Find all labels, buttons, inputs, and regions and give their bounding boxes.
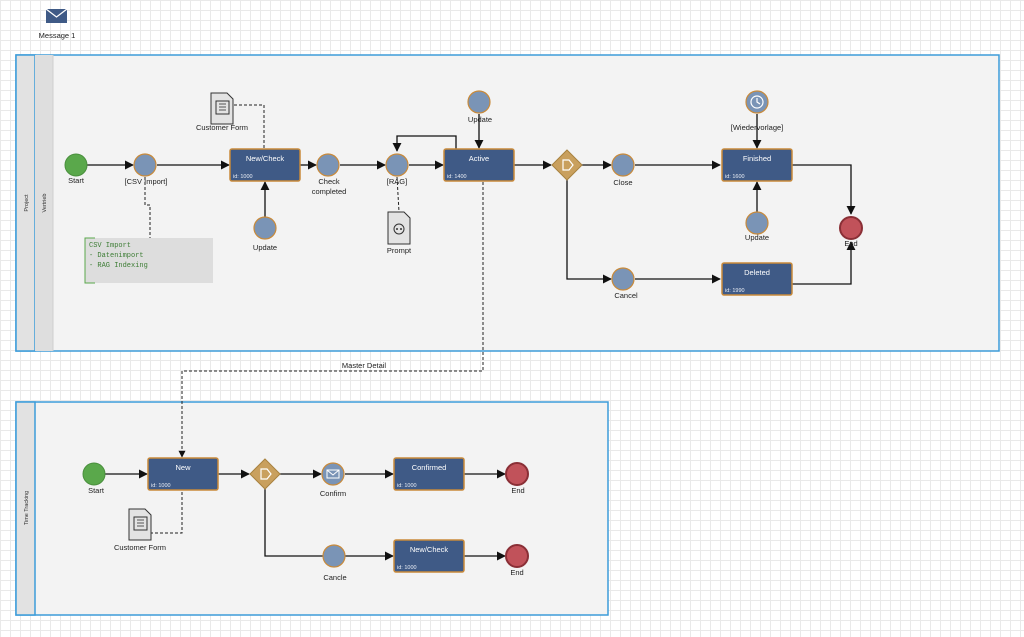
update-event-2[interactable] [467, 90, 491, 114]
prompt-label: Prompt [387, 246, 412, 255]
association-rag-prompt [396, 176, 400, 213]
flow-active-loop-rag[interactable] [392, 135, 457, 152]
task-active-title: Active [469, 154, 489, 163]
project-start-event[interactable] [64, 153, 88, 177]
wiedervorlage-timer-icon[interactable] [745, 90, 769, 114]
cancle-event[interactable] [322, 544, 346, 568]
task-finished-title: Finished [743, 154, 771, 163]
csv-import-event[interactable] [133, 153, 157, 177]
rag-label: [RAG] [387, 177, 407, 186]
task-tt-newcheck-title: New/Check [410, 545, 449, 554]
time-tracking-pool[interactable] [15, 401, 609, 616]
tt-flow-gateway-newcheck[interactable] [264, 489, 394, 561]
confirm-message-event[interactable] [321, 462, 345, 486]
task-new-title: New [175, 463, 191, 472]
close-label: Close [613, 178, 632, 187]
prompt-document-icon[interactable] [387, 211, 411, 245]
association-customerform-newcheck [234, 104, 265, 149]
note-line-3: - RAG Indexing [89, 262, 148, 270]
customer-form-document-icon[interactable] [210, 92, 234, 125]
tt-association-customerform-new [150, 490, 183, 534]
task-confirmed[interactable]: Confirmed id: 1000 [393, 457, 465, 491]
tt-customer-form-label: Customer Form [114, 543, 166, 552]
tt-end-event-1[interactable] [505, 462, 529, 486]
message-flow-master-detail[interactable] [178, 182, 484, 458]
tt-end-label-2: End [510, 568, 523, 577]
update-label-3: Update [745, 233, 769, 242]
master-detail-label: Master Detail [342, 361, 387, 370]
task-finished-id: id: 1600 [725, 174, 745, 180]
update-label-2: Update [468, 115, 492, 124]
association-csv-note [144, 177, 151, 238]
cancel-event[interactable] [611, 267, 635, 291]
confirm-label: Confirm [320, 489, 346, 498]
rag-event[interactable] [385, 153, 409, 177]
update-event-3[interactable] [745, 211, 769, 235]
update-label-1: Update [253, 243, 277, 252]
task-newcheck-id: id: 1000 [233, 174, 253, 180]
flow-deleted-end[interactable] [792, 241, 856, 285]
task-finished[interactable]: Finished id: 1600 [721, 148, 793, 182]
tt-end-event-2[interactable] [505, 544, 529, 568]
close-event[interactable] [611, 153, 635, 177]
check-completed-event[interactable] [316, 153, 340, 177]
customer-form-label: Customer Form [196, 123, 248, 132]
task-active-id: id: 1400 [447, 174, 467, 180]
flow-finished-end[interactable] [792, 164, 856, 215]
check-completed-label-2: completed [312, 187, 347, 196]
note-line-1: CSV Import [89, 242, 131, 250]
check-completed-label-1: Check [318, 177, 340, 186]
task-new-id: id: 1000 [151, 483, 171, 489]
task-active[interactable]: Active id: 1400 [443, 148, 515, 182]
message-label: Message 1 [39, 31, 76, 40]
task-confirmed-title: Confirmed [412, 463, 447, 472]
task-confirmed-id: id: 1000 [397, 483, 417, 489]
task-newcheck[interactable]: New/Check id: 1000 [229, 148, 301, 182]
csv-import-annotation[interactable]: CSV Import - Datenimport - RAG Indexing [84, 237, 213, 284]
task-deleted[interactable]: Deleted id: 1990 [721, 262, 793, 296]
tt-start-label: Start [88, 486, 105, 495]
wiedervorlage-label: [Wiedervorlage] [731, 123, 784, 132]
flow-gateway-cancel[interactable] [566, 180, 612, 284]
project-end-event[interactable] [839, 216, 863, 240]
project-end-label: End [844, 239, 857, 248]
time-tracking-pool-label: Time Tracking [24, 491, 30, 525]
tt-start-event[interactable] [82, 462, 106, 486]
vertrieb-lane-label: Vertrieb [42, 194, 48, 213]
project-start-label: Start [68, 176, 85, 185]
task-deleted-id: id: 1990 [725, 288, 745, 294]
cancel-label: Cancel [614, 291, 638, 300]
csv-import-label: [CSV Import] [125, 177, 168, 186]
task-tt-newcheck-id: id: 1000 [397, 565, 417, 571]
update-event-1[interactable] [253, 216, 277, 240]
note-line-2: - Datenimport [89, 252, 144, 260]
task-new[interactable]: New id: 1000 [147, 457, 219, 491]
task-newcheck-title: New/Check [246, 154, 285, 163]
task-deleted-title: Deleted [744, 268, 770, 277]
project-pool-label: Project [24, 194, 30, 212]
message-envelope-icon[interactable] [45, 8, 68, 23]
project-pool[interactable] [15, 54, 1000, 352]
tt-gateway[interactable] [249, 458, 281, 490]
tt-customer-form-document-icon[interactable] [128, 508, 152, 541]
cancle-label: Cancle [323, 573, 346, 582]
task-tt-newcheck[interactable]: New/Check id: 1000 [393, 539, 465, 573]
project-gateway[interactable] [551, 149, 583, 181]
tt-end-label-1: End [511, 486, 524, 495]
